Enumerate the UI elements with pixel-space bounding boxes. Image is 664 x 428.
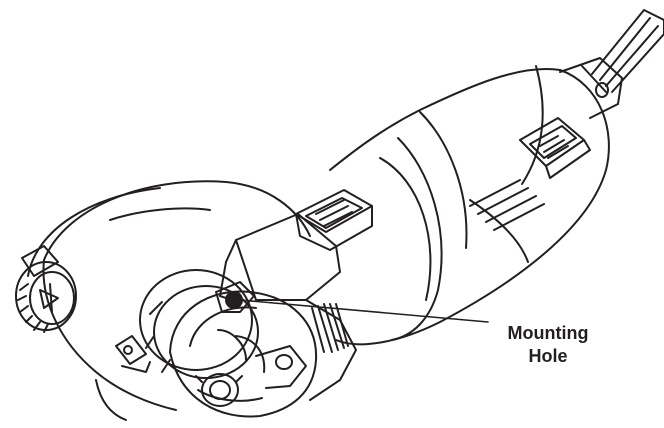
strain-relief bbox=[559, 57, 623, 119]
mounting-hole bbox=[215, 281, 255, 313]
label-line-1: Mounting bbox=[507, 323, 589, 343]
label-line-2: Hole bbox=[528, 346, 568, 366]
depth-nut bbox=[195, 373, 243, 407]
power-cord bbox=[591, 9, 664, 93]
base-shoe bbox=[115, 335, 151, 373]
lower-gear-body bbox=[169, 290, 318, 418]
spindle-lock-button bbox=[295, 189, 373, 251]
mounting-hole-label: Mounting Hole bbox=[486, 322, 610, 368]
vent-slots bbox=[469, 179, 545, 231]
power-switch bbox=[519, 117, 591, 179]
callout-leader bbox=[239, 299, 489, 323]
adjustment-knob bbox=[15, 261, 77, 333]
flange-assembly bbox=[139, 269, 259, 379]
motor-housing bbox=[329, 65, 610, 346]
